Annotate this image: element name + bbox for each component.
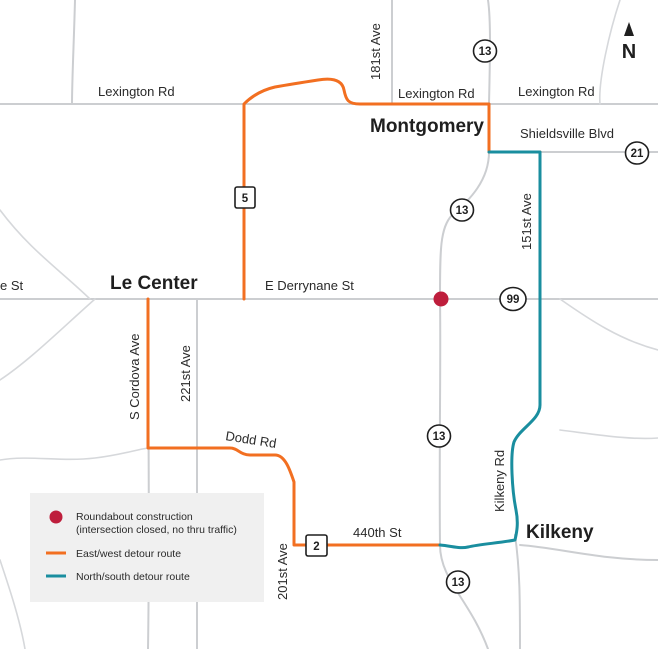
road-hwy13-south <box>438 298 489 649</box>
road-diag-west <box>0 209 91 300</box>
hwy13-north-label: 13 <box>479 46 492 58</box>
label-221st-ave: 221st Ave <box>178 345 193 402</box>
shield-hwy13-bottom: 13 <box>445 570 471 594</box>
hwy5-label: 5 <box>242 193 249 205</box>
road-east <box>559 298 658 351</box>
hwy13-bottom-shield-icon <box>445 570 471 594</box>
east-west-detour-north <box>242 77 542 301</box>
road-north-west <box>71 0 76 105</box>
road-kilkeny-south <box>514 534 521 649</box>
shield-hwy21: 21 <box>624 141 650 165</box>
shield-hwy13-south: 13 <box>426 424 452 448</box>
hwy13-north-shield-icon <box>472 39 498 63</box>
label-201st-ave: 201st Ave <box>275 543 290 600</box>
label-lexington-rd-mid: Lexington Rd <box>398 86 475 101</box>
label-lexington-rd-west: Lexington Rd <box>98 84 175 99</box>
east-west-detour-route <box>146 77 542 547</box>
label-e-derrynane-st: E Derrynane St <box>265 278 354 293</box>
hwy21-shield-icon <box>624 141 650 165</box>
shield-hwy5: 5 <box>234 186 256 209</box>
label-440th-st: 440th St <box>353 525 402 540</box>
hwy13-south-shield-icon <box>426 424 452 448</box>
legend-roundabout-note: (intersection closed, no thru traffic) <box>76 524 237 536</box>
hwy13-mid-label: 13 <box>456 205 469 217</box>
hwy13-mid-shield-icon <box>449 198 475 222</box>
label-kilkeny-rd: Kilkeny Rd <box>492 450 507 512</box>
label-derrynane-st-west: e St <box>0 278 24 293</box>
label-s-cordova-ave: S Cordova Ave <box>127 334 142 420</box>
hwy13-south-label: 13 <box>433 431 446 443</box>
north-arrow-head-icon <box>624 22 634 36</box>
shield-hwy13-mid: 13 <box>449 198 475 222</box>
road-west-local <box>0 447 149 461</box>
label-lexington-rd-east: Lexington Rd <box>518 84 595 99</box>
hwy99-shield-icon <box>499 286 527 312</box>
legend-roundabout-icon <box>49 510 63 524</box>
hwy99-label: 99 <box>507 294 520 306</box>
label-shieldsville-blvd: Shieldsville Blvd <box>520 126 614 141</box>
shield-hwy99: 99 <box>499 286 527 312</box>
road-kilkeny-east <box>519 544 658 561</box>
hwy21-label: 21 <box>631 148 644 160</box>
city-kilkeny: Kilkeny <box>526 522 594 543</box>
legend-north-south-label: North/south detour route <box>76 571 190 583</box>
shield-hwy13-north: 13 <box>472 39 498 63</box>
city-le-center: Le Center <box>110 273 198 294</box>
hwy5-shield-icon <box>234 186 256 209</box>
legend-background <box>30 493 264 602</box>
map-legend: Roundabout construction (intersection cl… <box>30 493 264 602</box>
legend-roundabout-title: Roundabout construction <box>76 511 193 523</box>
hwy2-shield-icon <box>305 534 328 557</box>
east-west-detour-south <box>146 297 442 547</box>
shield-hwy2: 2 <box>305 534 328 557</box>
label-151st-ave: 151st Ave <box>519 193 534 250</box>
north-south-detour-route <box>438 150 542 550</box>
hwy2-label: 2 <box>313 541 319 553</box>
north-label: N <box>622 41 636 63</box>
road-diag-sw <box>0 298 96 381</box>
north-arrow-icon: N <box>622 22 636 63</box>
road-east-2 <box>559 429 658 440</box>
label-181st-ave: 181st Ave <box>368 23 383 80</box>
city-montgomery: Montgomery <box>370 116 484 137</box>
road-ne <box>598 0 621 105</box>
road-sw <box>0 559 26 649</box>
road-hwy13-bend <box>439 151 490 300</box>
legend-east-west-label: East/west detour route <box>76 548 181 560</box>
hwy13-bottom-label: 13 <box>452 577 465 589</box>
roundabout-marker-icon <box>433 291 449 307</box>
